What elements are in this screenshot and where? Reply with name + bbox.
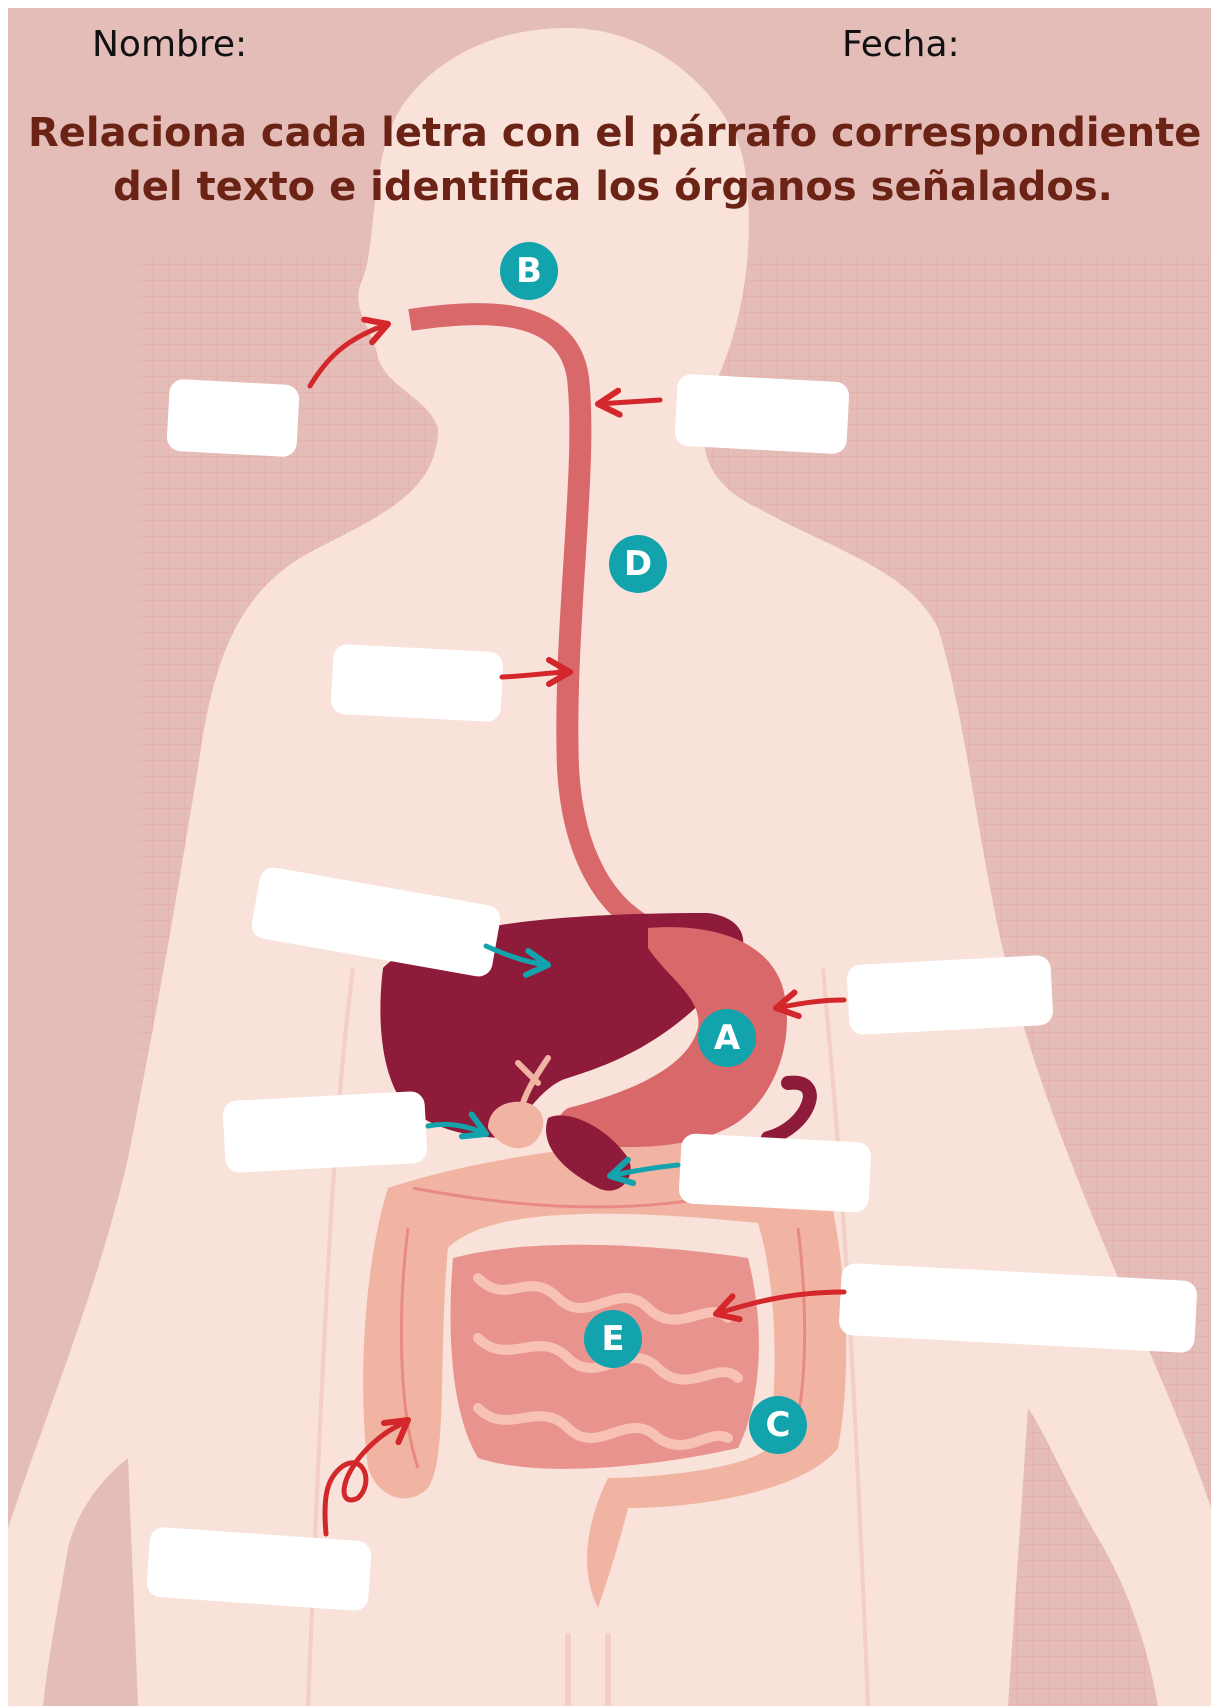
instructions-line-1: Relaciona cada letra con el párrafo corr… [28,106,1198,160]
marker-e: E [584,1310,642,1368]
label-box-stomach[interactable] [846,955,1053,1036]
label-box-pharynx[interactable] [674,374,850,455]
name-label: Nombre: [92,24,247,65]
worksheet-page: Nombre: Fecha: Relaciona cada letra con … [8,8,1211,1706]
marker-a: A [698,1009,756,1067]
instructions-title: Relaciona cada letra con el párrafo corr… [28,106,1198,214]
digestive-system-diagram [8,8,1211,1706]
label-box-mouth[interactable] [166,379,300,458]
label-box-gallbladder[interactable] [222,1091,427,1173]
marker-c: C [749,1396,807,1454]
label-box-esophagus[interactable] [330,644,503,723]
marker-b: B [500,242,558,300]
date-label: Fecha: [842,24,960,65]
instructions-line-2: del texto e identifica los órganos señal… [28,160,1198,214]
marker-d: D [609,535,667,593]
label-box-pancreas[interactable] [678,1133,871,1213]
